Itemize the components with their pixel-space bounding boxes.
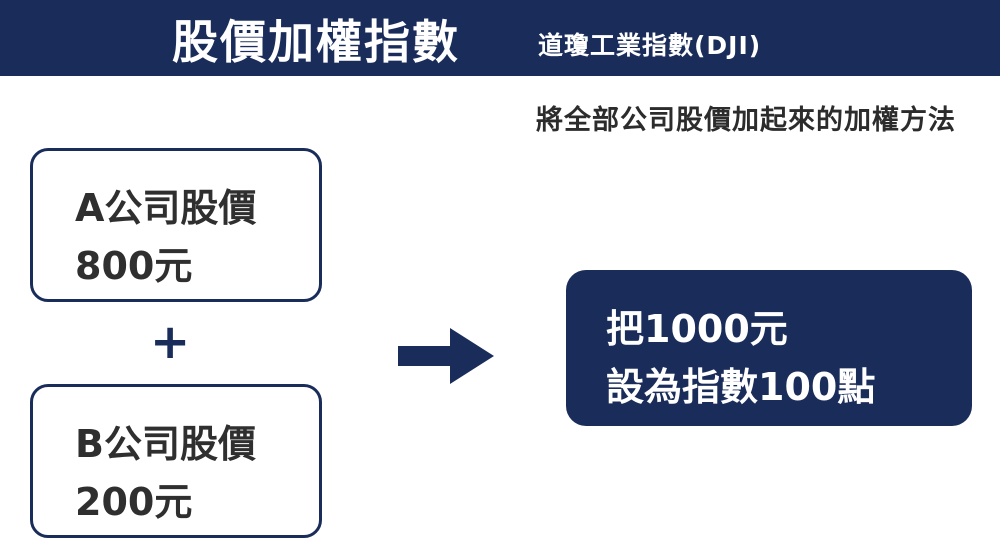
plus-icon: + <box>150 314 191 370</box>
page-title: 股價加權指數 <box>172 15 460 69</box>
stock-a-name: A公司股價 <box>75 186 257 230</box>
method-description: 將全部公司股價加起來的加權方法 <box>536 105 956 136</box>
page-subtitle: 道瓊工業指數(DJI) <box>538 31 762 60</box>
result-box: 把1000元 設為指數100點 <box>566 270 972 426</box>
result-line-2: 設為指數100點 <box>606 365 876 409</box>
arrow-right-icon <box>398 328 494 384</box>
stock-box-b: B公司股價 200元 <box>30 384 322 538</box>
stock-a-price: 800元 <box>75 244 193 288</box>
stock-box-a: A公司股價 800元 <box>30 148 322 302</box>
stock-b-name: B公司股價 <box>75 422 256 466</box>
stock-b-price: 200元 <box>75 480 193 524</box>
result-line-1: 把1000元 <box>606 307 788 351</box>
header-bar: 股價加權指數 道瓊工業指數(DJI) <box>0 0 1000 76</box>
